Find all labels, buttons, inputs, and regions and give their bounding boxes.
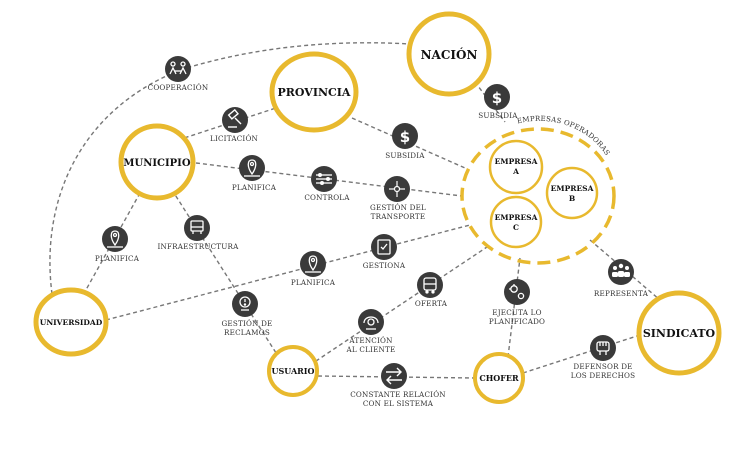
complaint-icon	[232, 291, 258, 317]
label-atencion-1: ATENCIÓN	[348, 336, 392, 345]
link-municipio-usuario	[171, 189, 279, 357]
node-sindicato[interactable]: SINDICATO	[636, 290, 722, 376]
map-pin-icon	[239, 155, 265, 181]
link-empresas-sindicato	[589, 239, 661, 301]
usuario-label: USUARIO	[271, 366, 314, 376]
node-empresa-c[interactable]: EMPRESA C	[489, 195, 543, 249]
label-gestiona: GESTIONA	[363, 261, 406, 270]
node-provincia[interactable]: PROVINCIA	[269, 51, 359, 133]
label-gestion-transporte-1: GESTIÓN DEL	[370, 203, 426, 212]
empresa-b-label: EMPRESA	[551, 184, 594, 193]
fist-icon	[590, 335, 616, 361]
label-gestion-reclamos-1: GESTIÓN DE	[221, 319, 272, 328]
network-icon	[384, 176, 410, 202]
gears-icon	[504, 279, 530, 305]
municipio-label: MUNICIPIO	[123, 158, 190, 169]
link-usuario-empresas	[309, 244, 491, 366]
label-representa: REPRESENTA	[594, 289, 649, 298]
empresa-c-letter: C	[513, 223, 519, 232]
label-gestion-reclamos-2: RECLAMOS	[224, 328, 270, 337]
dollar-icon: $	[392, 123, 418, 149]
node-nacion[interactable]: NACIÓN	[406, 11, 492, 97]
label-cooperacion: COOPERACIÓN	[148, 83, 209, 92]
map-pin-icon	[102, 226, 128, 252]
checklist-icon	[371, 234, 397, 260]
label-infraestructura: INFRAESTRUCTURA	[157, 242, 239, 251]
chofer-label: CHOFER	[479, 373, 519, 383]
nacion-label: NACIÓN	[421, 46, 478, 62]
svg-text:$: $	[400, 128, 410, 146]
label-ejecuta-2: PLANIFICADO	[489, 317, 545, 326]
label-licitacion: LICITACIÓN	[210, 134, 258, 143]
label-gestion-transporte-2: TRANSPORTE	[371, 212, 426, 221]
svg-text:$: $	[492, 89, 502, 107]
node-universidad[interactable]: UNIVERSIDAD	[33, 287, 109, 357]
node-municipio[interactable]: MUNICIPIO	[118, 123, 196, 201]
empresas-operadoras-ring	[460, 127, 616, 265]
label-planifica-izq: PLANIFICA	[95, 254, 140, 263]
empresa-a-letter: A	[512, 167, 519, 176]
map-pin-icon	[300, 251, 326, 277]
sindicato-label: SINDICATO	[643, 327, 716, 340]
node-empresa-a[interactable]: EMPRESA A	[488, 139, 544, 195]
empresa-c-label: EMPRESA	[495, 213, 538, 222]
exchange-icon	[381, 363, 407, 389]
provincia-label: PROVINCIA	[278, 86, 351, 99]
label-defensor-2: LOS DERECHOS	[571, 371, 636, 380]
label-controla: CONTROLA	[304, 193, 350, 202]
bus-icon	[417, 272, 443, 298]
label-constante-2: CON EL SISTEMA	[363, 399, 434, 408]
dollar-icon: $	[484, 84, 510, 110]
label-subsidia-nacion: SUBSIDIA	[478, 111, 518, 120]
label-planifica-municipio: PLANIFICA	[232, 183, 277, 192]
universidad-label: UNIVERSIDAD	[40, 318, 103, 327]
node-chofer[interactable]: CHOFER	[473, 352, 525, 404]
node-usuario[interactable]: USUARIO	[267, 345, 319, 397]
empresa-a-label: EMPRESA	[495, 157, 538, 166]
label-constante-1: CONSTANTE RELACIÓN	[350, 390, 446, 399]
support-icon	[358, 309, 384, 335]
gavel-icon	[222, 107, 248, 133]
label-atencion-2: AL CLIENTE	[346, 345, 396, 354]
empresa-b-letter: B	[569, 194, 575, 203]
label-subsidia-provincia: SUBSIDIA	[385, 151, 425, 160]
label-defensor-1: DEFENSOR DE	[573, 362, 632, 371]
group-icon	[608, 259, 634, 285]
label-oferta: OFERTA	[415, 299, 448, 308]
label-planifica-centro: PLANIFICA	[291, 278, 336, 287]
link-chofer-empresas	[507, 257, 521, 358]
handshake-icon	[165, 56, 191, 82]
node-empresa-b[interactable]: EMPRESA B	[545, 166, 599, 220]
sliders-icon	[311, 166, 337, 192]
label-ejecuta-1: EJECUTA LO	[492, 308, 541, 317]
bus-stop-icon	[184, 215, 210, 241]
